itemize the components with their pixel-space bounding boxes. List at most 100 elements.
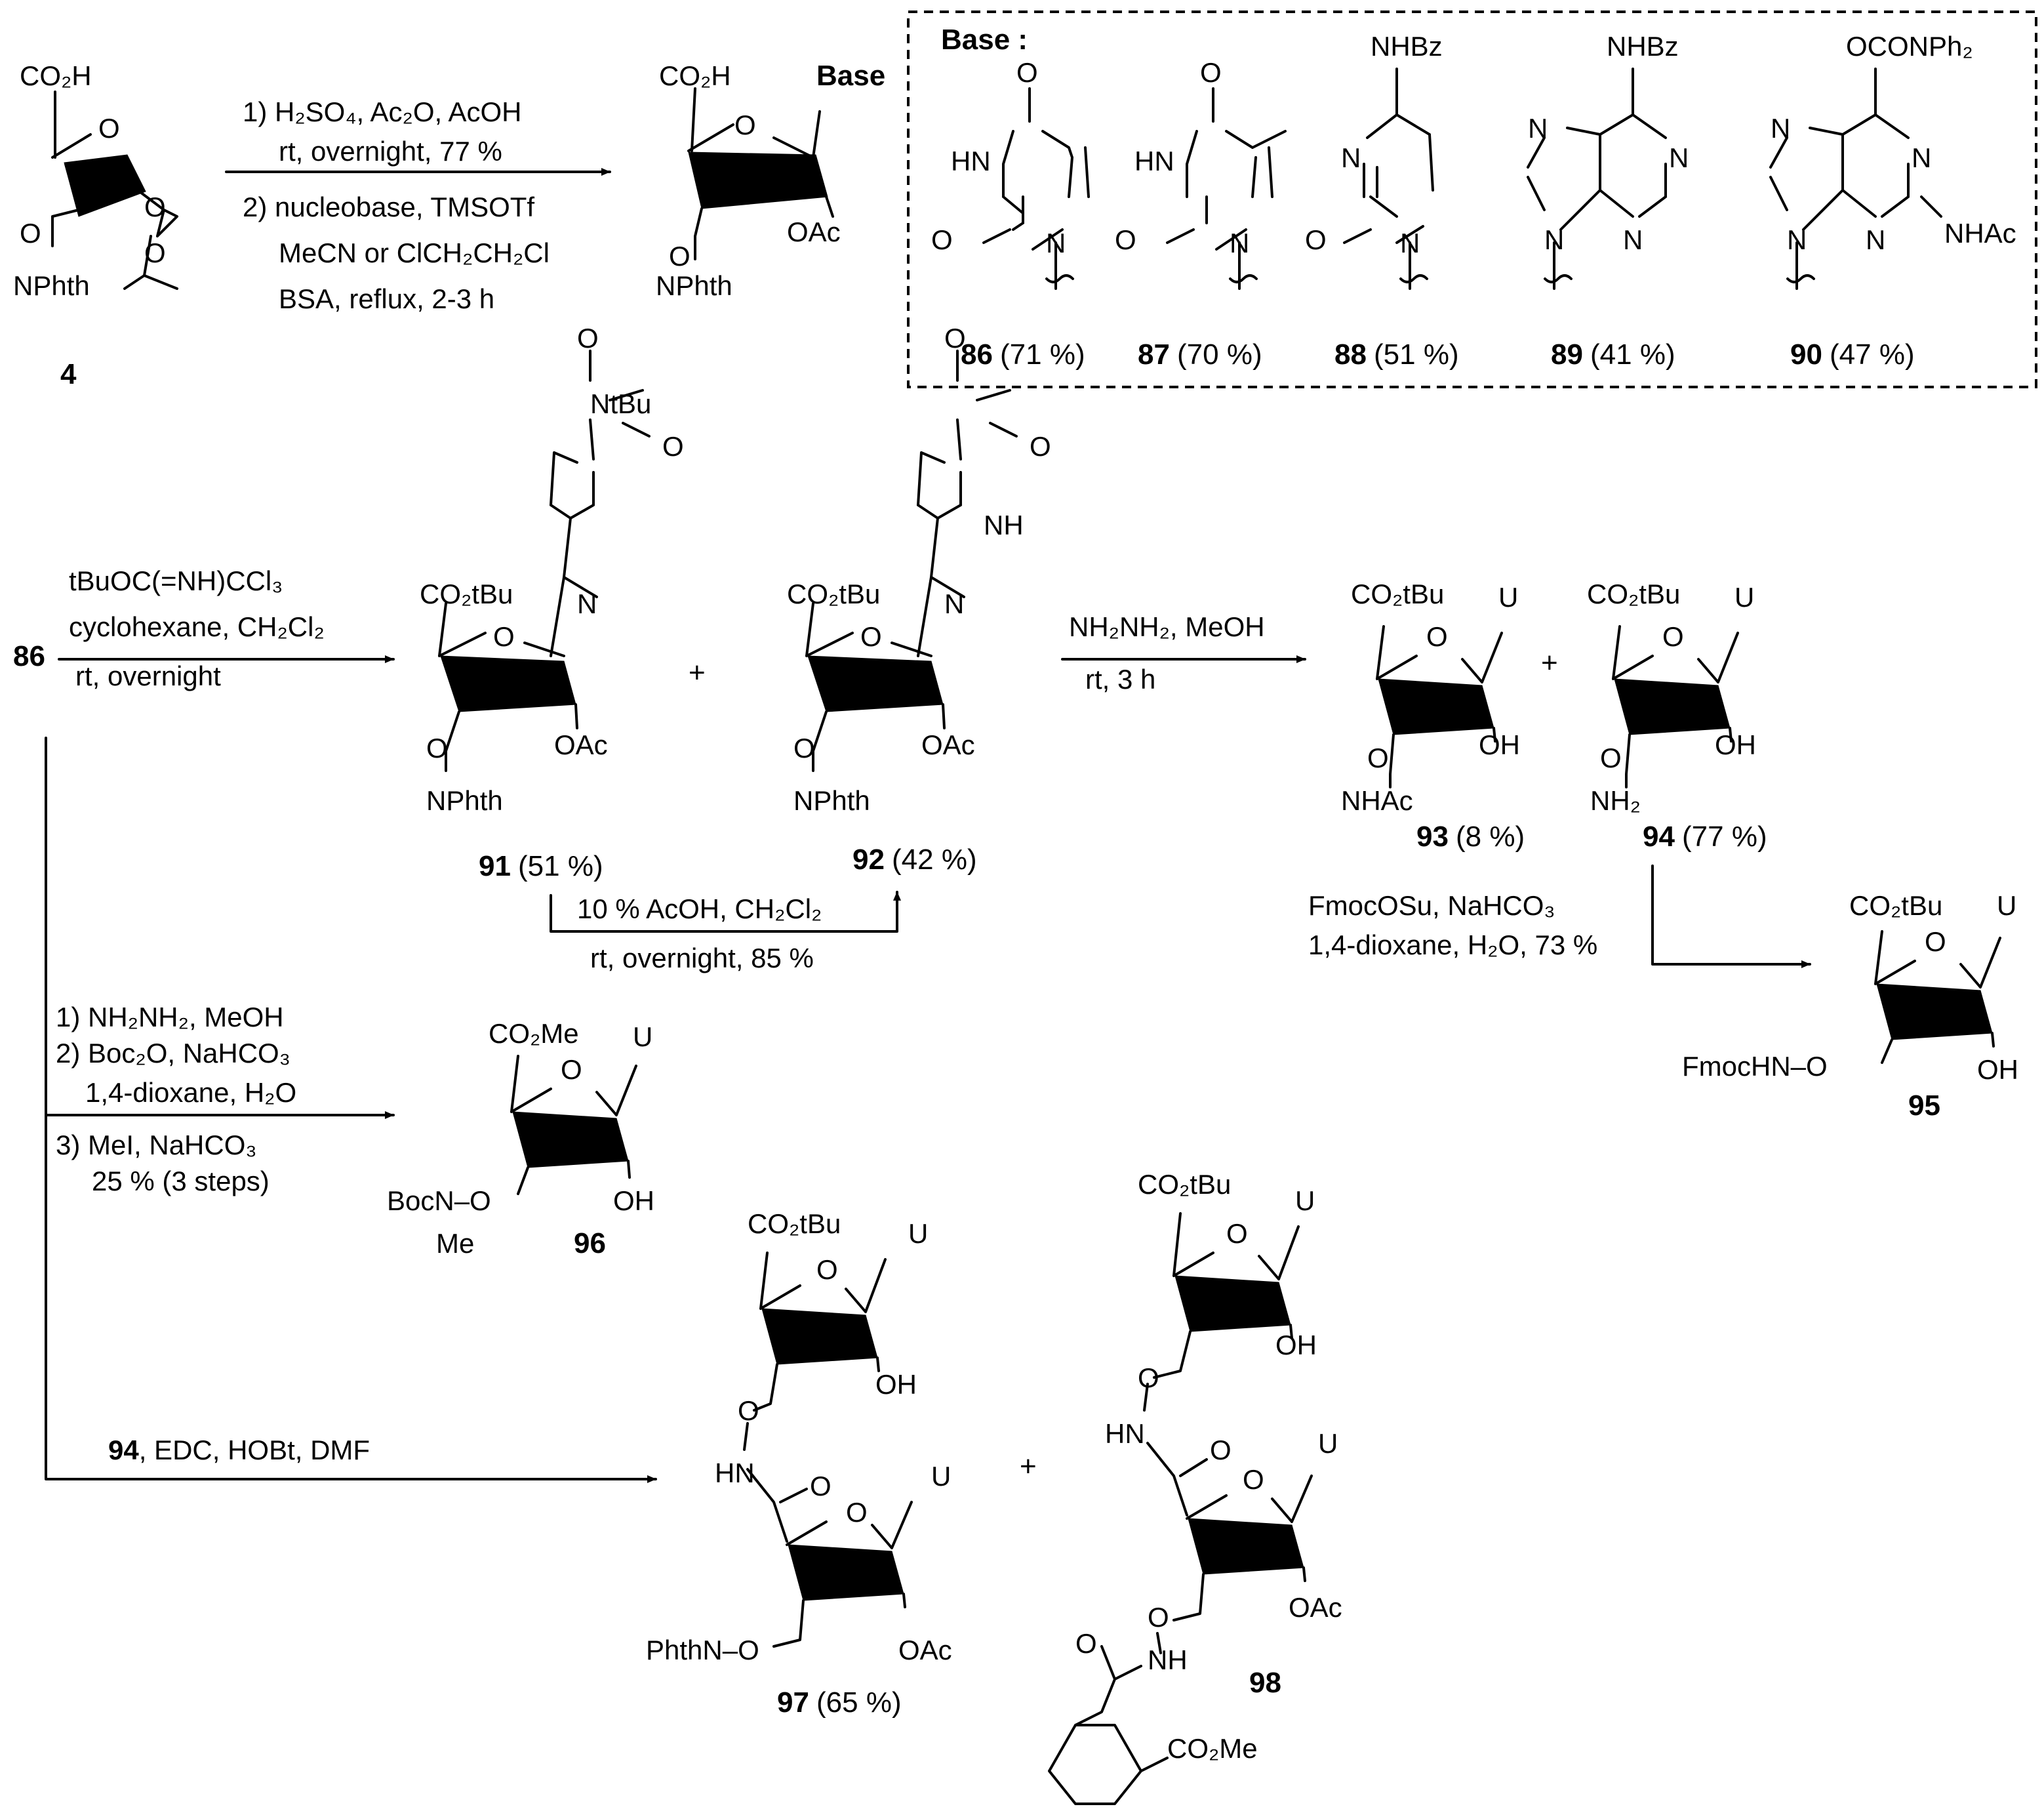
label-oac: OAc [921,729,975,760]
label-n: N [1787,224,1807,255]
label-ring-o: O [493,621,515,652]
label-nhbz: NHBz [1607,31,1679,62]
label-co2tbu: CO₂tBu [1138,1169,1231,1200]
reaction-arrow [1651,865,1811,968]
label-co2h: CO₂H [20,60,92,91]
condition-text: 2) nucleobase, TMSOTf [243,192,534,222]
label-o: O [738,1395,759,1426]
label-nphth: NPhth [656,270,732,301]
compound-yield: (77 %) [1682,821,1767,853]
label-hn: HN [1134,146,1174,176]
label-o: O [144,237,166,268]
label-nphth: NPhth [793,785,870,816]
label-u: U [1295,1185,1315,1216]
compound-number: 95 [1908,1090,1940,1122]
label-nhac: NHAc [1944,218,2016,249]
label-o: O [1016,57,1038,88]
compound-yield: (51 %) [1374,338,1459,371]
compound-91: O NtBu O N CO₂tBu O OAc O NPhth 91 (51 %… [420,323,684,882]
label-oh: OH [613,1185,654,1216]
label-nphth: NPhth [13,270,90,301]
nucleobase-86: O HN O N 86 (71 %) [931,57,1090,371]
compound-92: O NH O N CO₂tBu O OAc O NPhth 92 (42 %) [787,323,1051,876]
condition-text: 3) MeI, NaHCO₃ [56,1130,257,1160]
label-co2tbu: CO₂tBu [1849,890,1942,921]
label-o: O [1305,224,1327,255]
label-ring-o: O [1925,926,1946,957]
nucleobase-89: NHBz N N N N 89 (41 %) [1527,31,1689,371]
label-base: Base [816,60,885,92]
label-o: O [944,323,966,354]
label-oac: OAc [554,729,608,760]
label-co2tbu: CO₂tBu [1351,579,1444,609]
compound-4: CO₂H O O O O NPhth 4 [13,60,178,390]
label-u: U [908,1218,928,1249]
label-o: O [144,192,166,222]
compound-number: 4 [60,358,77,390]
compound-number: 94 [108,1435,139,1465]
label-o: O [1138,1362,1159,1393]
compound-94: CO₂tBu U O OH O NH₂ 94 (77 %) [1587,579,1767,853]
condition-text: cyclohexane, CH₂Cl₂ [69,611,325,642]
label-n: N [1544,224,1564,255]
branch-line [45,737,657,1483]
label-o: O [931,224,953,255]
base-box-title: Base : [941,24,1028,56]
label-o: O [669,241,691,272]
label-u: U [633,1021,652,1052]
label-n: N [1528,113,1548,144]
label-co2me: CO₂Me [1167,1733,1258,1764]
plus-sign: + [1020,1450,1037,1482]
label-n: N [1669,142,1689,173]
label-o: O [793,733,815,764]
label-nh: NH [984,510,1024,540]
label-n: N [1912,142,1931,173]
label-n: N [944,588,964,619]
label-ring-o: O [1226,1218,1248,1249]
nucleobase-87: O HN O N 87 (70 %) [1115,57,1287,371]
label-o: O [1367,743,1389,773]
compound-yield: (51 %) [518,850,603,882]
label-o: O [1210,1435,1232,1465]
label-o: O [810,1471,832,1501]
label-oac: OAc [1289,1592,1342,1623]
condition-text: rt, overnight, 85 % [590,943,814,973]
label-o: O [20,218,41,249]
label-o: O [662,431,684,462]
label-ring-o: O [98,113,120,144]
condition-text: 10 % AcOH, CH₂Cl₂ [577,893,822,924]
compound-number: 90 [1790,338,1822,371]
plus-sign: + [1541,647,1558,679]
condition-text: rt, overnight, 77 % [279,136,502,167]
compound-number: 92 [852,844,885,876]
base-box [907,10,2037,388]
label-ring-o: O [1243,1464,1264,1495]
label-ring-o: O [734,110,756,140]
label-oh: OH [1479,729,1520,760]
label-u: U [931,1461,951,1492]
label-hn: HN [951,146,991,176]
compound-yield: (71 %) [1000,338,1085,371]
label-u: U [1318,1428,1338,1459]
compound-number: 96 [574,1227,606,1259]
label-o: O [1115,224,1136,255]
label-nhbz: NHBz [1371,31,1443,62]
compound-yield: (41 %) [1590,338,1675,371]
compound-yield: (70 %) [1177,338,1262,371]
label-n: N [577,588,597,619]
compound-95: CO₂tBu U O OH FmocHN–O 95 [1682,890,2018,1122]
label-n: N [1866,224,1885,255]
condition-text: FmocOSu, NaHCO₃ [1308,890,1555,921]
label-co2tbu: CO₂tBu [420,579,513,609]
plus-sign: + [689,657,706,689]
compound-96: CO₂Me U O OH BocN–O Me 96 [387,1018,654,1259]
compound-number: 87 [1138,338,1170,371]
label-o: O [1148,1602,1169,1633]
label-o: O [1030,431,1051,462]
label-ring-o: O [846,1497,868,1528]
label-ring-o: O [816,1254,838,1285]
compound-number: 97 [777,1686,809,1719]
label-oh: OH [1275,1330,1317,1360]
compound-base-product: CO₂H Base O OAc O NPhth [656,60,885,301]
